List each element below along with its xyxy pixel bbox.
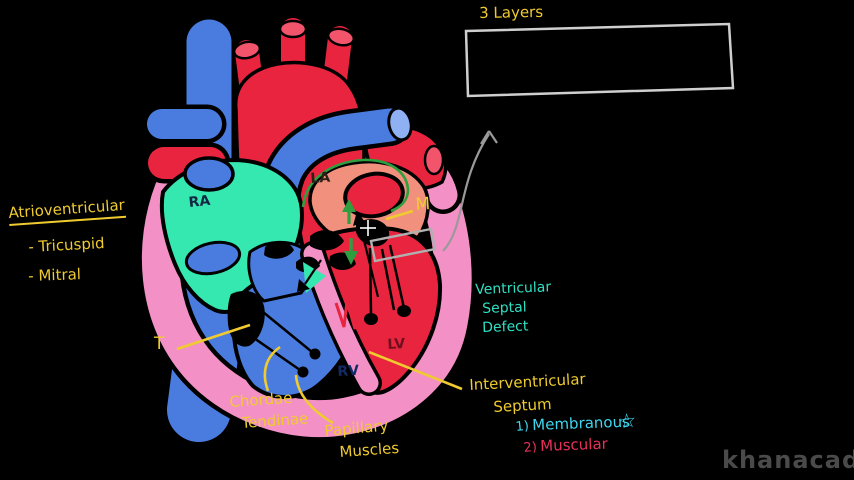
- chordae-label-line1: Chordae: [228, 388, 293, 411]
- green-up-arrow-icon: [342, 199, 356, 224]
- vsd-label-line1: Ventricular: [474, 279, 552, 298]
- papillary-muscle-dot: [397, 305, 411, 317]
- left-atrium-shape: [308, 160, 430, 250]
- papillary-pointer-line: [294, 374, 334, 425]
- fossa-ovalis: [184, 240, 242, 276]
- atrium-teal-wedge: [303, 262, 326, 293]
- pulmonary-vein-opening: [343, 171, 405, 219]
- black-up-arrow-icon: [353, 211, 380, 298]
- papillary-muscle-dot: [297, 366, 309, 378]
- annotation-layer: [176, 22, 735, 425]
- tricuspid-valve: [227, 290, 321, 378]
- vsd-label-line2: Septal: [481, 299, 527, 317]
- mitral-pointer-line: [385, 209, 414, 221]
- right-ventricle-label: RV: [336, 362, 360, 380]
- black-down-left-arrow-icon: [297, 259, 322, 292]
- membranous-number: 1): [514, 418, 530, 435]
- layers-box: [464, 22, 735, 98]
- gray-curved-arrow-icon: [442, 130, 498, 252]
- mitral-item: - Mitral: [27, 265, 82, 285]
- svc-opening: [183, 156, 235, 192]
- muscular-label: Muscular: [539, 434, 609, 455]
- membranous-star-icon: ☆: [616, 407, 638, 434]
- papillary-label-line2: Muscles: [338, 438, 400, 461]
- left-atrium-label: LA: [309, 169, 331, 187]
- tricuspid-item: - Tricuspid: [27, 234, 105, 256]
- papillary-muscle-dot: [364, 313, 378, 325]
- chordae-pointer-line: [263, 345, 281, 392]
- papillary-muscle-dot: [309, 348, 321, 360]
- muscular-septum-scribble: [334, 300, 376, 334]
- septum-pointer-line: [368, 350, 463, 391]
- mitral-marker: M: [414, 193, 431, 215]
- muscular-number: 2): [522, 439, 538, 456]
- membranous-label: Membranous: [531, 412, 631, 434]
- heart-illustration: [137, 14, 477, 447]
- watermark: khanacad: [722, 446, 854, 474]
- vsd-label-line3: Defect: [481, 318, 529, 336]
- pulmonary-valve: [264, 241, 320, 273]
- green-trace-line: [301, 158, 410, 213]
- ivs-label-line2: Septum: [492, 394, 553, 416]
- left-ventricle-label: LV: [386, 336, 406, 353]
- crosshair-cursor-icon: [360, 220, 376, 236]
- tricuspid-marker: T: [154, 334, 165, 354]
- green-down-arrow-icon: [344, 238, 358, 265]
- right-atrium-label: RA: [187, 192, 212, 211]
- aortic-valve: [310, 229, 356, 271]
- layers-label: 3 Layers: [478, 2, 544, 22]
- membranous-septum-box: [369, 227, 437, 263]
- tricuspid-pointer-line: [176, 323, 251, 351]
